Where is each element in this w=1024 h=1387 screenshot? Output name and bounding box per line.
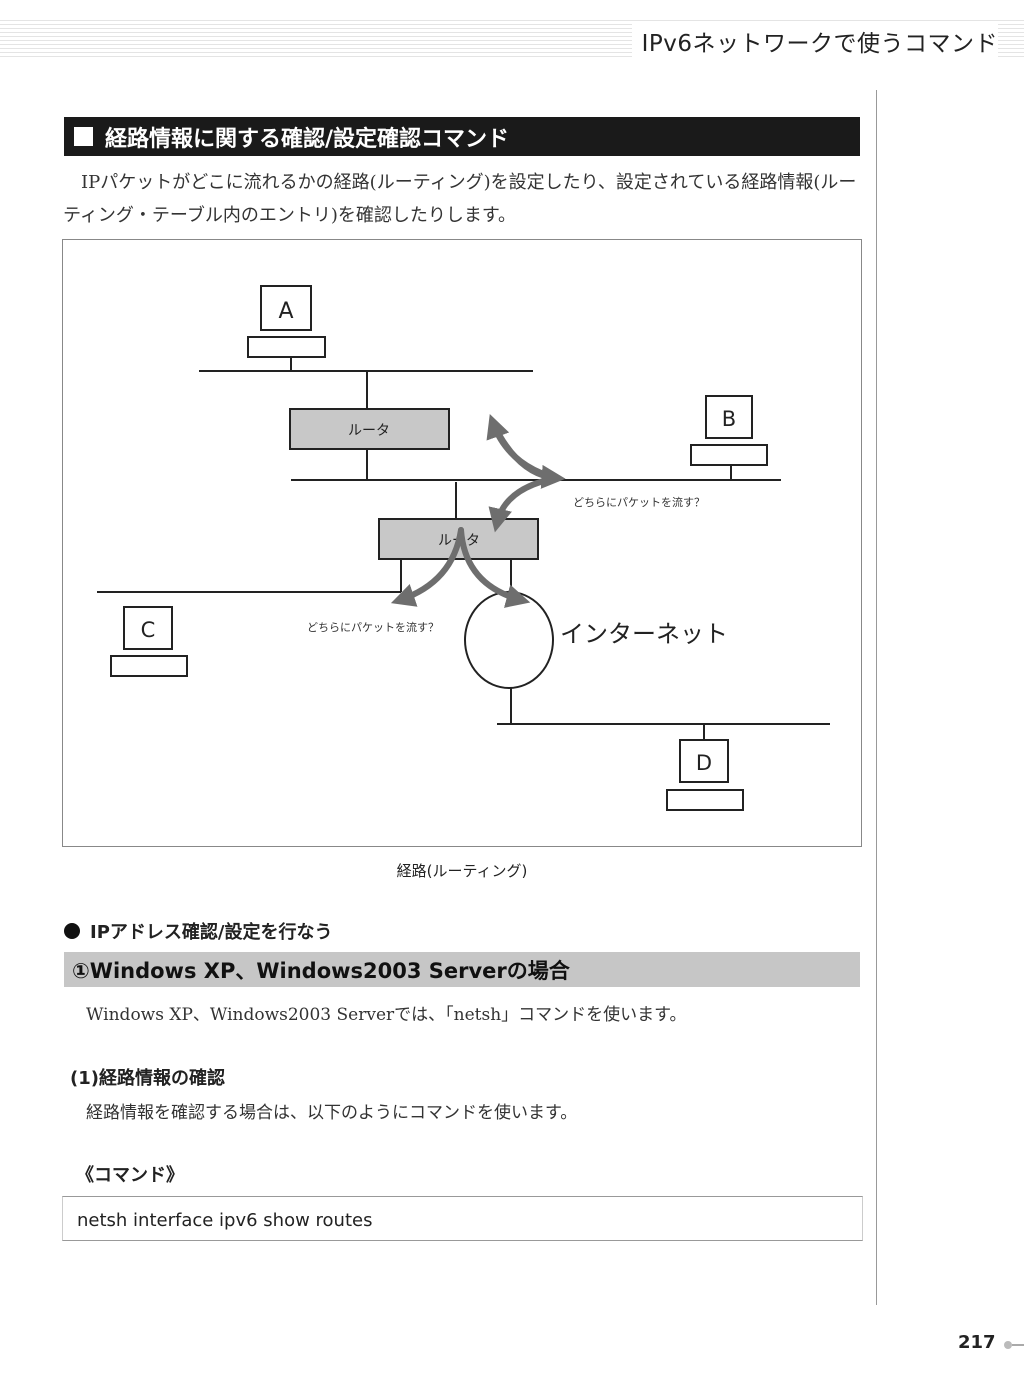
figure-caption: 経路(ルーティング): [396, 862, 528, 880]
router-1: ルータ: [289, 408, 450, 450]
routing-arrows: [390, 413, 566, 608]
host-a-label: A: [278, 299, 293, 324]
command-box: netsh interface ipv6 show routes: [62, 1196, 863, 1241]
host-c-label: C: [141, 618, 156, 642]
host-c: C: [110, 606, 188, 677]
bullet-icon: [64, 923, 80, 939]
command-text: netsh interface ipv6 show routes: [77, 1210, 373, 1231]
step-desc: 経路情報を確認する場合は、以下のようにコマンドを使います。: [86, 1103, 578, 1123]
host-a: A: [247, 285, 326, 371]
running-header: IPv6ネットワークで使うコマンド: [631, 24, 998, 58]
host-d-label: D: [696, 751, 712, 775]
routing-diagram: A ルータ B どちらにパケットを流す？ ルータ: [97, 285, 830, 811]
page-ornament-icon: [1004, 1341, 1024, 1349]
subsection-heading: ①Windows XP、Windows2003 Serverの場合: [64, 952, 860, 987]
section-heading: 経路情報に関する確認/設定確認コマンド: [64, 117, 860, 156]
square-icon: [74, 127, 93, 146]
margin-rule: [876, 90, 877, 1305]
question-label-1: どちらにパケットを流す？: [573, 495, 705, 509]
page-number: 217: [958, 1332, 996, 1353]
host-b-label: B: [722, 407, 736, 431]
routing-figure: A ルータ B どちらにパケットを流す？ ルータ: [62, 239, 862, 847]
host-d: D: [666, 739, 744, 811]
bullet-heading-text: IPアドレス確認/設定を行なう: [90, 922, 333, 943]
question-label-2: どちらにパケットを流す？: [307, 620, 439, 634]
step-heading: (1)経路情報の確認: [70, 1068, 225, 1089]
bullet-heading: IPアドレス確認/設定を行なう: [64, 918, 332, 944]
command-label: 《コマンド》: [76, 1165, 184, 1186]
internet-label: インターネット: [560, 620, 728, 648]
router-1-label: ルータ: [348, 423, 390, 439]
section-title: 経路情報に関する確認/設定確認コマンド: [105, 126, 510, 152]
subsection-desc: Windows XP、Windows2003 Serverでは、「netsh」コ…: [86, 1005, 687, 1025]
internet-circle: [464, 591, 554, 689]
section-intro: IPパケットがどこに流れるかの経路(ルーティング)を設定したり、設定されている経…: [63, 172, 857, 226]
host-b: B: [690, 395, 768, 480]
